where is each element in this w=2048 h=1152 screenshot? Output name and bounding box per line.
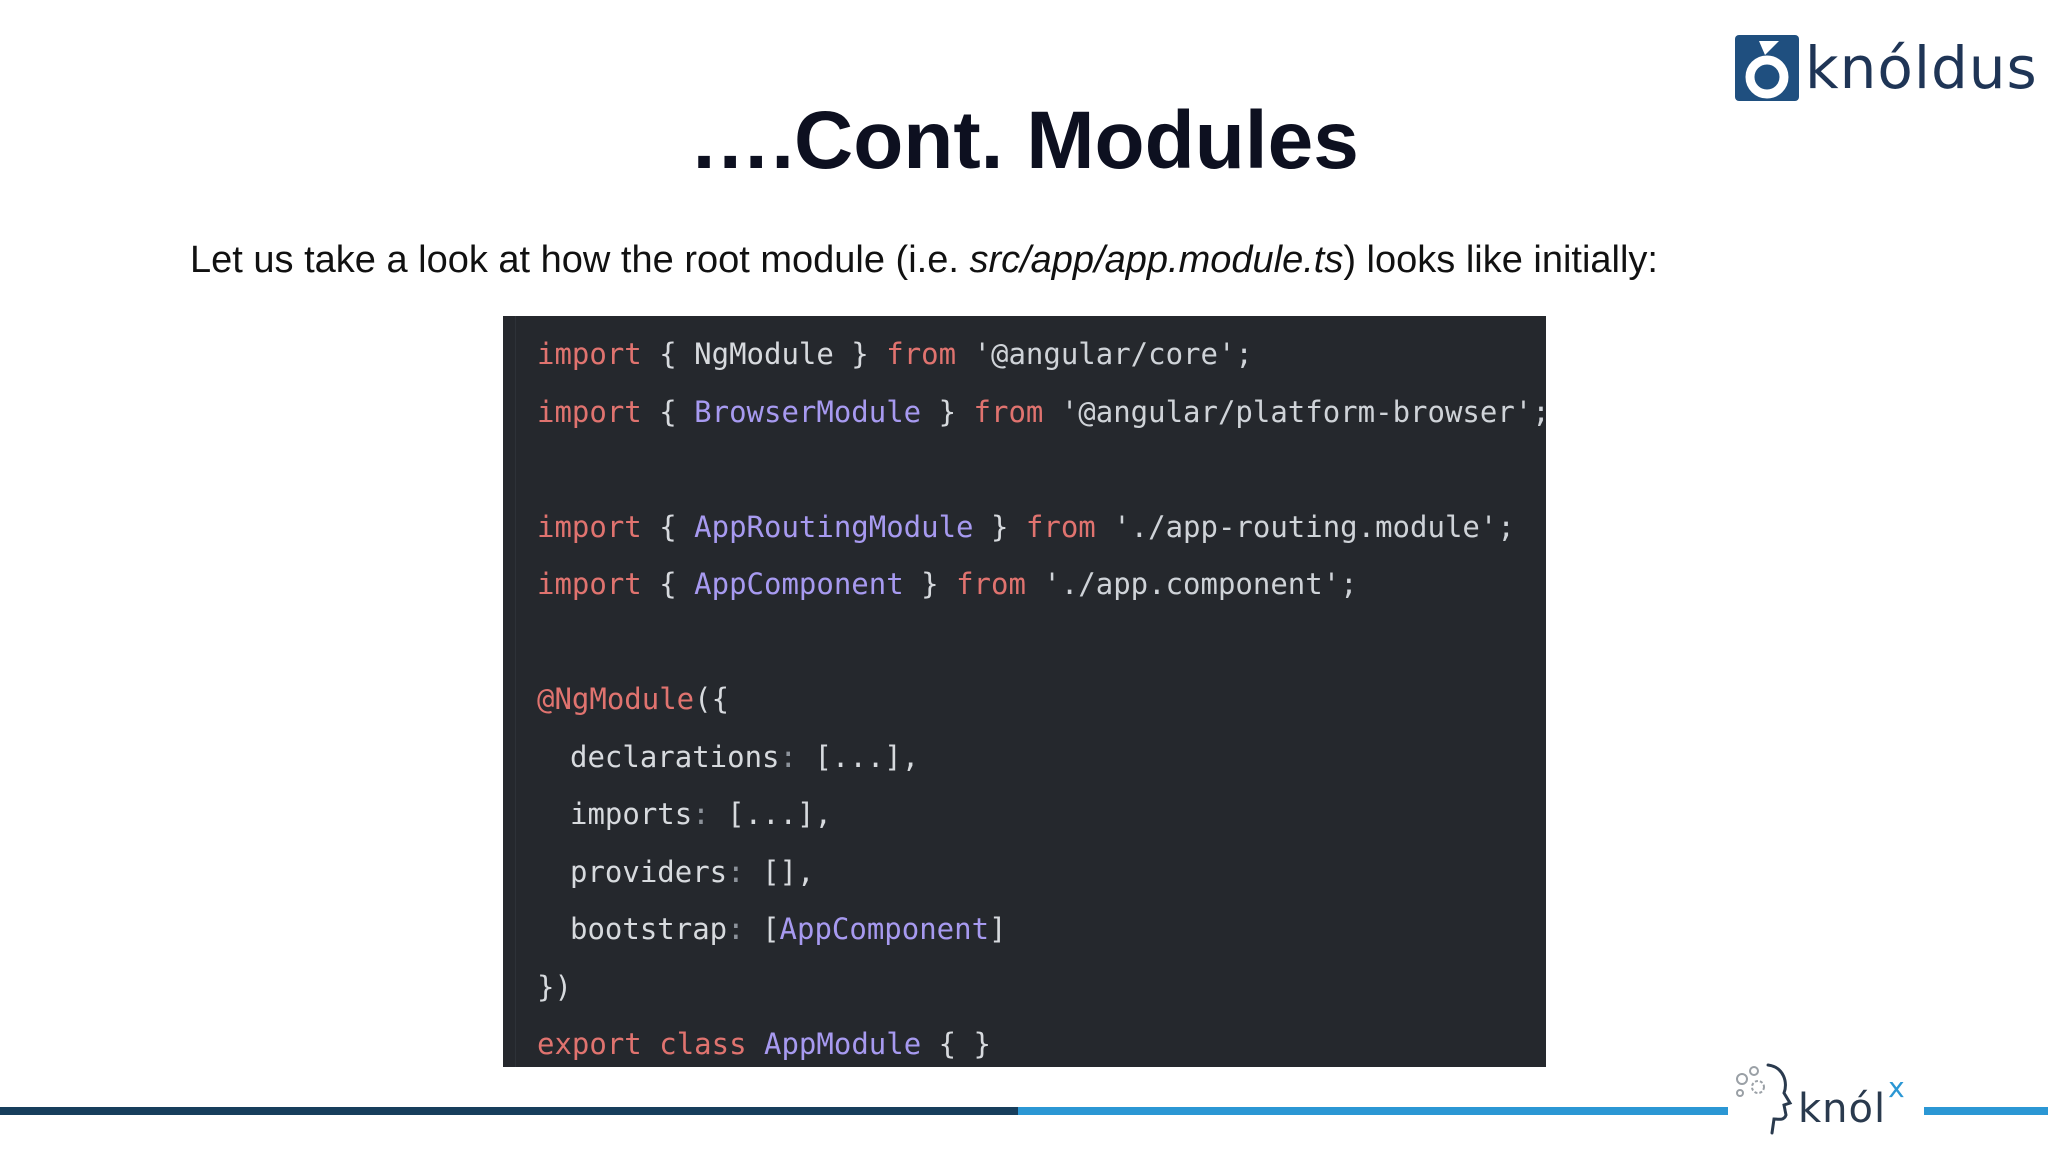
code-token: import xyxy=(537,509,642,544)
code-token: import xyxy=(537,567,642,601)
knolx-head-icon xyxy=(1736,1063,1793,1135)
intro-text: Let us take a look at how the root modul… xyxy=(190,238,1658,284)
code-token: from xyxy=(886,337,957,371)
code-token: @NgModule xyxy=(537,682,695,716)
code-token: providers xyxy=(570,854,728,889)
code-token: from xyxy=(1025,509,1096,544)
code-gutter xyxy=(515,316,516,1067)
code-token: } xyxy=(973,509,1026,544)
code-token: { xyxy=(641,337,695,371)
code-token: { xyxy=(641,509,695,544)
code-token: './app.component'; xyxy=(1025,567,1358,601)
code-token: [], xyxy=(744,854,815,889)
code-line: providers: [], xyxy=(503,844,1546,902)
code-line: bootstrap: [AppComponent] xyxy=(503,901,1546,959)
code-token: import xyxy=(537,394,642,429)
knoldus-logo-mark-icon xyxy=(1735,35,1799,101)
code-token: }) xyxy=(537,969,572,1004)
code-token: } xyxy=(921,394,974,429)
code-line: import { AppComponent } from './app.comp… xyxy=(503,556,1546,614)
code-line: export class AppModule { } xyxy=(503,1016,1546,1074)
code-token: './app-routing.module'; xyxy=(1095,509,1515,544)
code-screenshot: import { NgModule } from '@angular/core'… xyxy=(503,316,1550,1067)
code-line: }) xyxy=(503,959,1546,1017)
code-token: [...], xyxy=(796,739,920,774)
code-token: [ xyxy=(744,912,780,946)
code-token xyxy=(642,1027,659,1061)
code-line: @NgModule({ xyxy=(503,671,1546,729)
code-token: BrowserModule xyxy=(694,394,922,429)
code-token: NgModule xyxy=(694,337,834,371)
code-token: AppRoutingModule xyxy=(694,509,974,544)
code-line: declarations: [...], xyxy=(503,729,1546,787)
code-token: from xyxy=(973,394,1044,429)
code-token: import xyxy=(537,337,642,371)
code-token: imports xyxy=(570,797,693,831)
code-token: } xyxy=(903,567,957,601)
code-token: declarations xyxy=(570,739,780,774)
code-token: from xyxy=(956,567,1026,601)
code-token: : xyxy=(727,854,745,889)
code-line: import { AppRoutingModule } from './app-… xyxy=(503,499,1546,557)
code-token: [...], xyxy=(709,797,832,831)
code-token: AppComponent xyxy=(694,567,904,601)
knolx-logo-superscript: x xyxy=(1888,1070,1905,1104)
code-token: ] xyxy=(989,912,1007,946)
footer-bar-light-segment xyxy=(1018,1107,2048,1115)
code-line xyxy=(503,441,1546,499)
knoldus-logo: knóldus xyxy=(1735,34,2038,102)
code-token: AppModule xyxy=(764,1027,922,1061)
footer-bar-dark-segment xyxy=(0,1107,1018,1115)
code-token: { xyxy=(641,394,695,429)
slide-title: ….Cont. Modules xyxy=(689,95,1359,186)
code-token xyxy=(747,1027,764,1061)
code-token: export xyxy=(537,1027,642,1061)
footer-bar xyxy=(0,1107,2048,1115)
code-line: import { NgModule } from '@angular/core'… xyxy=(503,326,1546,384)
code-token: bootstrap xyxy=(570,912,728,946)
intro-file-path: src/app/app.module.ts xyxy=(969,239,1344,281)
code-token: AppComponent xyxy=(779,912,990,946)
code-token: '@angular/platform-browser'; xyxy=(1043,394,1550,429)
code-line: imports: [...], xyxy=(503,786,1546,844)
knoldus-logo-text: knóldus xyxy=(1805,34,2038,102)
code-token: '@angular/core'; xyxy=(956,337,1253,371)
intro-text-start: Let us take a look at how the root modul… xyxy=(190,239,970,281)
code-token: : xyxy=(692,797,710,831)
code-token: { } xyxy=(921,1027,991,1061)
intro-text-end: ) looks like initially: xyxy=(1343,239,1658,281)
code-token: : xyxy=(727,912,745,946)
code-line: import { BrowserModule } from '@angular/… xyxy=(503,384,1550,442)
code-token: ({ xyxy=(694,682,730,716)
code-token: { xyxy=(641,567,695,601)
code-token: } xyxy=(833,337,887,371)
code-line xyxy=(503,614,1546,672)
code-token: : xyxy=(779,739,797,774)
knolx-logo-text: knól xyxy=(1798,1086,1887,1132)
code-token: class xyxy=(659,1027,747,1061)
